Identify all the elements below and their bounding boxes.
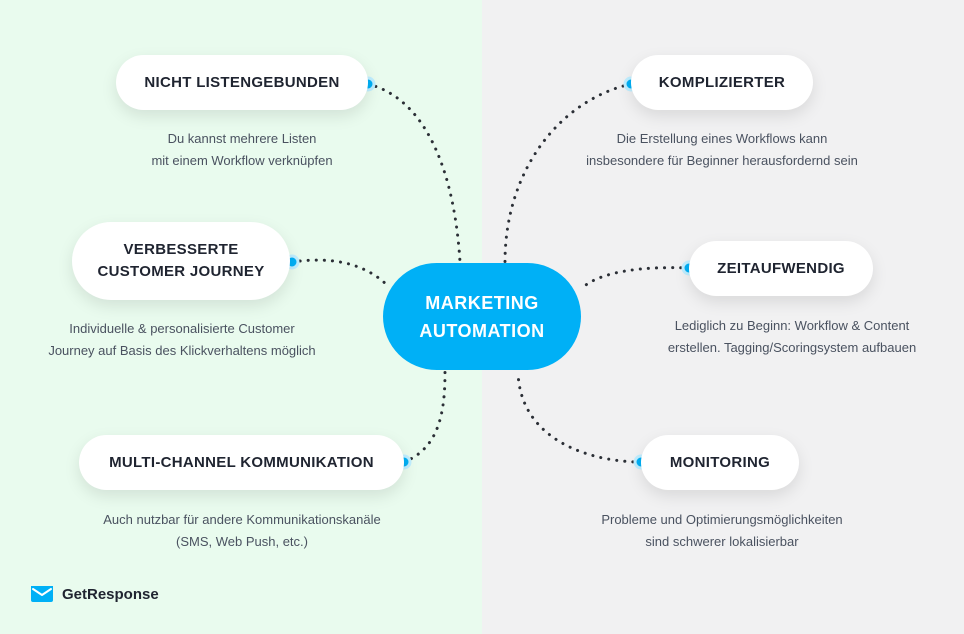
center-title-line: AUTOMATION: [419, 320, 545, 341]
node-description: Die Erstellung eines Workflows kann insb…: [562, 128, 882, 172]
desc-line: insbesondere für Beginner herausfordernd…: [586, 153, 858, 168]
desc-line: erstellen. Tagging/Scoringsystem aufbaue…: [667, 340, 917, 355]
connector-multi-channel: [402, 370, 447, 464]
desc-line: Individuelle & personalisierte Customer: [69, 321, 295, 336]
desc-line: sind schwerer lokalisierbar: [645, 534, 799, 549]
connector-komplizierter: [503, 82, 633, 264]
desc-line: Die Erstellung eines Workflows kann: [616, 131, 828, 146]
connector-customer-journey: [290, 258, 390, 288]
node-description: Auch nutzbar für andere Kommunikationska…: [72, 509, 412, 553]
node-description: Lediglich zu Beginn: Workflow & Content …: [632, 315, 952, 359]
connector-zeitaufwendig: [580, 266, 691, 290]
central-node-marketing-automation: MARKETING AUTOMATION: [383, 263, 581, 370]
node-title: KOMPLIZIERTER: [658, 73, 786, 91]
node-title-line: CUSTOMER JOURNEY: [97, 263, 265, 280]
envelope-icon: [31, 586, 53, 602]
node-title: MONITORING: [669, 453, 771, 471]
node-multi-channel-kommunikation: MULTI-CHANNEL KOMMUNIKATION: [79, 435, 404, 490]
node-description: Du kannst mehrere Listen mit einem Workf…: [92, 128, 392, 172]
center-title-line: MARKETING: [425, 292, 539, 313]
connector-monitoring: [516, 370, 643, 464]
node-title-line: VERBESSERTE: [123, 241, 239, 258]
desc-line: Lediglich zu Beginn: Workflow & Content: [674, 318, 910, 333]
desc-line: Journey auf Basis des Klickverhaltens mö…: [48, 343, 316, 358]
node-description: Probleme und Optimierungsmöglichkeiten s…: [562, 509, 882, 553]
getresponse-logo: GetResponse: [30, 585, 159, 603]
desc-line: Auch nutzbar für andere Kommunikationska…: [103, 512, 381, 527]
node-monitoring: MONITORING: [641, 435, 799, 490]
desc-line: (SMS, Web Push, etc.): [176, 534, 308, 549]
desc-line: Probleme und Optimierungsmöglichkeiten: [601, 512, 843, 527]
desc-line: Du kannst mehrere Listen: [167, 131, 317, 146]
node-nicht-listengebunden: NICHT LISTENGEBUNDEN: [116, 55, 368, 110]
connector-nicht-listengebunden: [366, 82, 462, 264]
desc-line: mit einem Workflow verknüpfen: [151, 153, 333, 168]
node-zeitaufwendig: ZEITAUFWENDIG: [689, 241, 873, 296]
node-title: MULTI-CHANNEL KOMMUNIKATION: [109, 453, 374, 471]
logo-text: GetResponse: [62, 585, 159, 603]
node-description: Individuelle & personalisierte Customer …: [22, 318, 342, 362]
node-title: ZEITAUFWENDIG: [717, 259, 845, 277]
node-title: NICHT LISTENGEBUNDEN: [144, 73, 340, 91]
node-komplizierter: KOMPLIZIERTER: [631, 55, 813, 110]
node-verbesserte-customer-journey: VERBESSERTE CUSTOMER JOURNEY: [72, 222, 290, 300]
